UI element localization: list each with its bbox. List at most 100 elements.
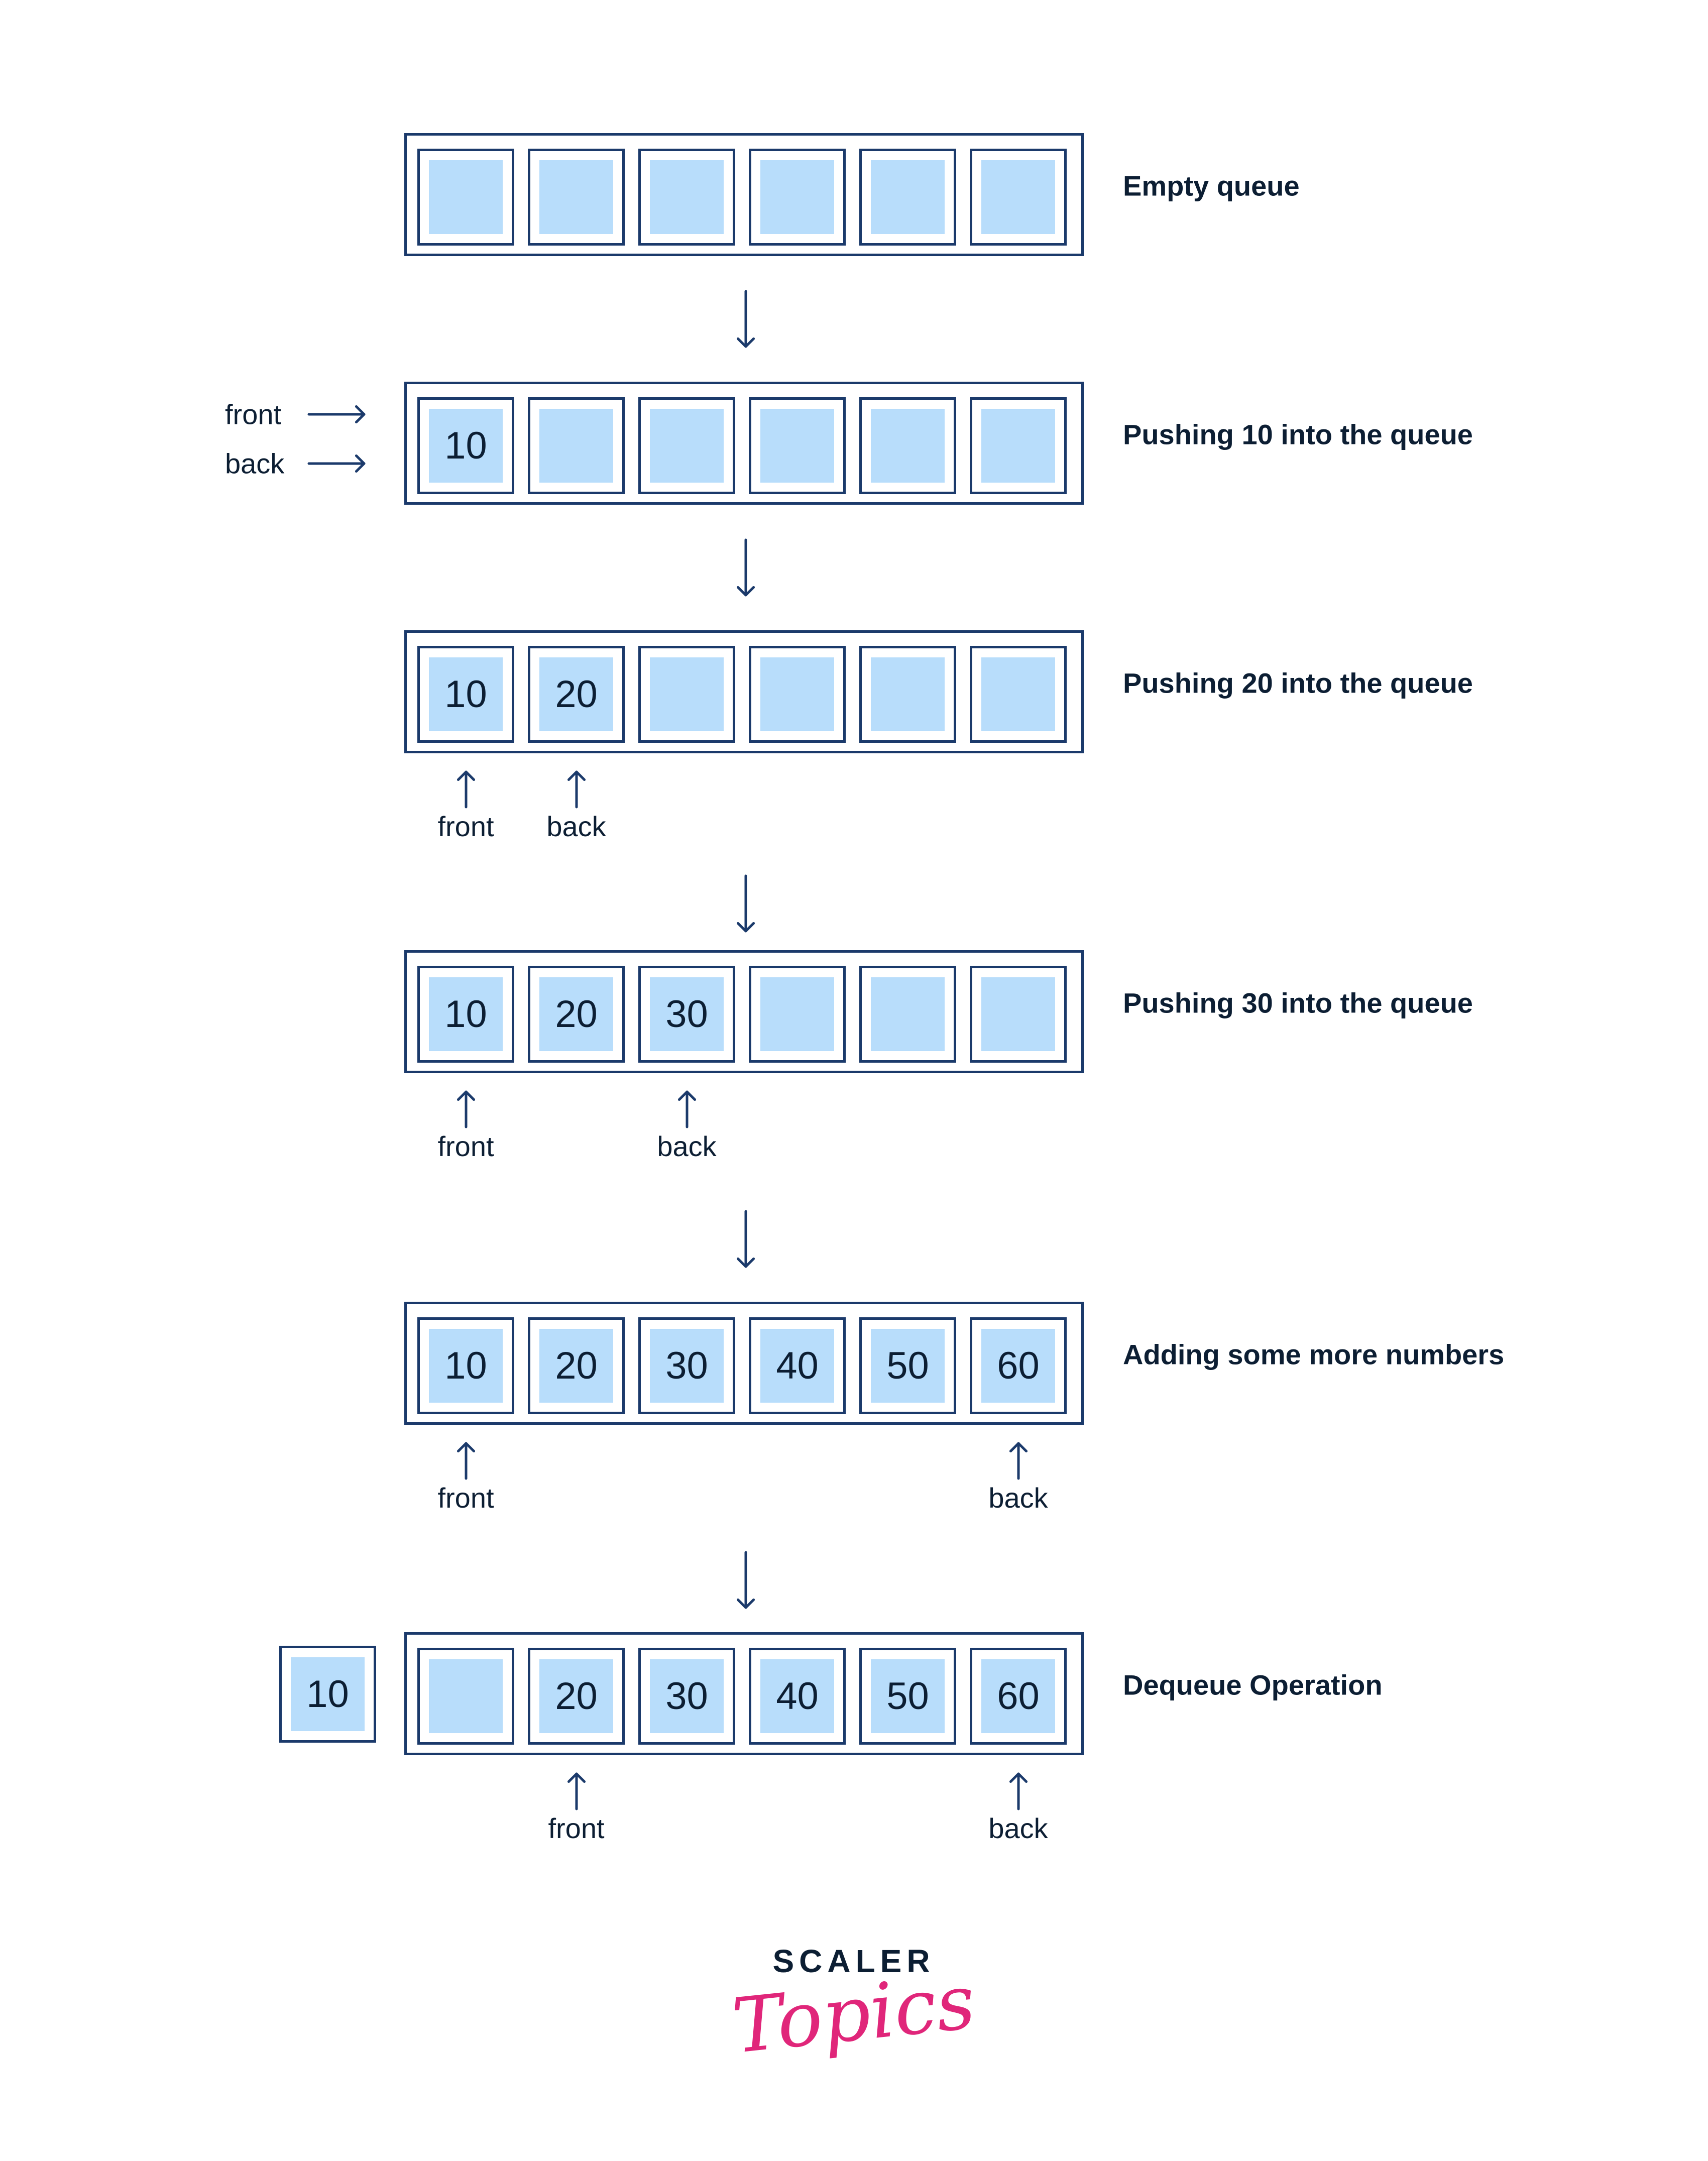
queue-cell — [749, 966, 846, 1063]
queue-cell-value: 20 — [539, 977, 613, 1051]
step-caption: Dequeue Operation — [1123, 1669, 1383, 1701]
queue-cell-value: 30 — [650, 1659, 724, 1733]
queue-cell — [970, 966, 1067, 1063]
dequeued-cell: 10 — [279, 1646, 376, 1743]
front-pointer-label: front — [437, 1130, 494, 1162]
brand-bottom-text: Topics — [728, 1958, 979, 2071]
queue-cell: 50 — [859, 1648, 956, 1745]
queue-cell-value — [871, 160, 945, 234]
queue-cell-value — [429, 160, 503, 234]
queue-cell — [970, 397, 1067, 494]
front-side-arrow — [307, 405, 366, 424]
queue-cell-value — [871, 977, 945, 1051]
queue-cell-value — [981, 160, 1055, 234]
dequeued-value: 10 — [291, 1657, 365, 1731]
queue-cell: 60 — [970, 1317, 1067, 1414]
queue-cell-value — [871, 409, 945, 483]
queue-cell: 40 — [749, 1648, 846, 1745]
queue-cell-value — [760, 657, 834, 731]
back-pointer-arrow — [677, 1090, 696, 1128]
queue-cell — [638, 149, 735, 246]
queue-step-6: 20 30 40 50 60 — [404, 1632, 1084, 1755]
step-caption: Pushing 10 into the queue — [1123, 418, 1473, 450]
queue-cell-value: 30 — [650, 977, 724, 1051]
queue-cell-value — [429, 1659, 503, 1733]
queue-cell — [970, 149, 1067, 246]
queue-cell — [749, 397, 846, 494]
back-pointer-arrow — [1009, 1772, 1028, 1810]
queue-cell-value — [981, 657, 1055, 731]
queue-step-2: 10 — [404, 382, 1084, 505]
queue-cell — [859, 397, 956, 494]
queue-cell-value — [981, 977, 1055, 1051]
front-pointer-arrow — [457, 1442, 475, 1480]
queue-cell: 60 — [970, 1648, 1067, 1745]
queue-cell — [859, 646, 956, 743]
queue-cell-value — [981, 409, 1055, 483]
queue-cell: 20 — [528, 646, 625, 743]
queue-step-4: 10 20 30 — [404, 950, 1084, 1073]
step-caption: Adding some more numbers — [1123, 1338, 1505, 1371]
queue-cell — [749, 149, 846, 246]
step-caption: Empty queue — [1123, 170, 1300, 202]
back-pointer-label: back — [657, 1130, 717, 1162]
queue-cell-value — [760, 977, 834, 1051]
queue-cell-value — [650, 409, 724, 483]
front-pointer-label: front — [548, 1812, 605, 1844]
back-pointer-arrow — [1009, 1442, 1028, 1480]
queue-cell: 20 — [528, 966, 625, 1063]
queue-cell — [749, 646, 846, 743]
back-side-arrow — [307, 454, 366, 473]
queue-cell: 30 — [638, 966, 735, 1063]
queue-cell: 30 — [638, 1648, 735, 1745]
queue-cell-value: 40 — [760, 1329, 834, 1403]
queue-cell-value: 20 — [539, 657, 613, 731]
queue-cell-value — [760, 409, 834, 483]
back-pointer-arrow — [567, 770, 586, 809]
queue-cell: 10 — [417, 646, 514, 743]
front-pointer-arrow — [457, 1090, 475, 1128]
step-transition-arrow — [736, 1551, 755, 1609]
queue-cell-value: 50 — [871, 1659, 945, 1733]
step-transition-arrow — [736, 874, 755, 932]
queue-cell: 10 — [417, 397, 514, 494]
queue-cell-value — [650, 160, 724, 234]
queue-cell-value: 10 — [429, 657, 503, 731]
queue-cell-value: 10 — [429, 1329, 503, 1403]
front-pointer-arrow — [567, 1772, 586, 1810]
queue-cell — [528, 397, 625, 494]
queue-cell-value — [539, 409, 613, 483]
queue-cell-value: 10 — [429, 409, 503, 483]
queue-cell — [859, 966, 956, 1063]
queue-cell-value: 10 — [429, 977, 503, 1051]
front-side-label: front — [225, 398, 282, 430]
back-side-label: back — [225, 447, 285, 480]
brand-top-text: SCALER — [772, 1943, 935, 1979]
queue-cell: 40 — [749, 1317, 846, 1414]
queue-cell-value: 60 — [981, 1329, 1055, 1403]
back-pointer-label: back — [988, 1812, 1048, 1844]
queue-cell-value — [760, 160, 834, 234]
back-pointer-label: back — [546, 811, 606, 842]
queue-cell-value — [650, 657, 724, 731]
queue-cell: 50 — [859, 1317, 956, 1414]
queue-cell-value — [871, 657, 945, 731]
queue-cell-value: 20 — [539, 1659, 613, 1733]
queue-cell: 30 — [638, 1317, 735, 1414]
step-caption: Pushing 20 into the queue — [1123, 667, 1473, 699]
queue-cell — [417, 149, 514, 246]
queue-cell — [638, 646, 735, 743]
queue-cell-value — [539, 160, 613, 234]
queue-cell: 10 — [417, 966, 514, 1063]
queue-cell-value: 40 — [760, 1659, 834, 1733]
step-transition-arrow — [736, 290, 755, 348]
step-caption: Pushing 30 into the queue — [1123, 987, 1473, 1019]
queue-cell: 20 — [528, 1317, 625, 1414]
queue-cell — [528, 149, 625, 246]
queue-cell — [859, 149, 956, 246]
queue-cell: 10 — [417, 1317, 514, 1414]
queue-step-3: 10 20 — [404, 630, 1084, 753]
step-transition-arrow — [736, 538, 755, 597]
